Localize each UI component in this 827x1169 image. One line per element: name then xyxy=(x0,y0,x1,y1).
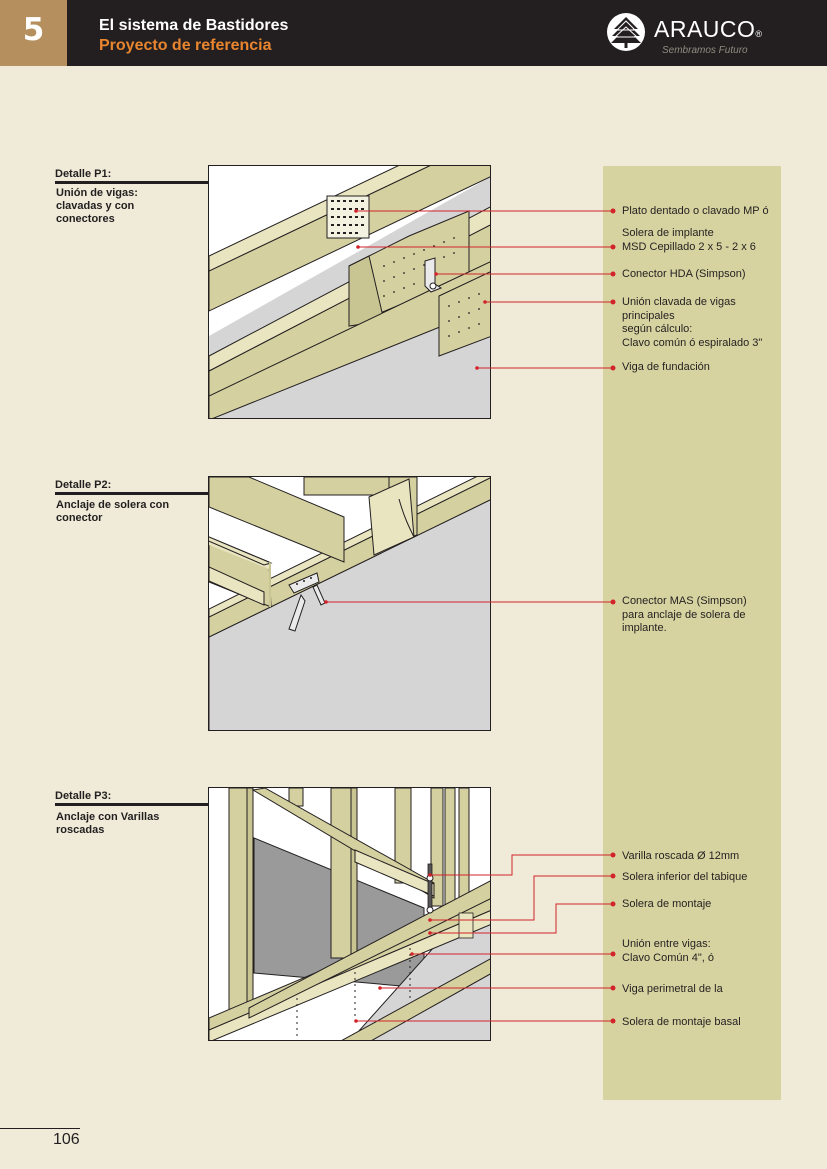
p3-annotation-4: Unión entre vigas: Clavo Común 4", ó xyxy=(622,938,714,964)
p1-annotation-5: Viga de fundación xyxy=(622,361,710,373)
page-header: 5 El sistema de Bastidores Proyecto de r… xyxy=(0,0,827,66)
p3-annotation-2: Solera inferior del tabique xyxy=(622,871,748,883)
p2-annotation-1: Conector MAS (Simpson) para anclaje de s… xyxy=(622,595,747,634)
p1-annotation-4: Unión clavada de vigas principales según… xyxy=(622,296,763,349)
chapter-badge: 5 xyxy=(0,0,67,66)
detail-p3-heading: Detalle P3: xyxy=(55,790,208,806)
chapter-number: 5 xyxy=(22,12,45,48)
detail-p2-heading: Detalle P2: xyxy=(55,479,208,495)
footer-rule xyxy=(0,1128,80,1129)
brand-name: ARAUCO® xyxy=(654,16,763,42)
p3-annotation-1: Varilla roscada Ø 12mm xyxy=(622,850,740,862)
detail-p1-heading: Detalle P1: xyxy=(55,168,208,184)
p1-annotation-1: Plato dentado o clavado MP ó xyxy=(622,205,769,217)
p3-annotation-5: Viga perimetral de la xyxy=(622,983,723,995)
p3-annotation-6: Solera de montaje basal xyxy=(622,1016,741,1028)
p1-annotation-2: Solera de implante MSD Cepillado 2 x 5 -… xyxy=(622,227,756,253)
p3-annotation-3: Solera de montaje xyxy=(622,898,712,910)
detail-p3-drawing xyxy=(208,787,491,1041)
detail-p3-description: Anclaje con Varillas roscadas xyxy=(56,811,160,836)
arauco-tree-logo-icon xyxy=(607,13,645,51)
p1-annotation-3: Conector HDA (Simpson) xyxy=(622,268,746,280)
annotation-panel xyxy=(603,166,781,1100)
page-number: 106 xyxy=(53,1131,80,1148)
chapter-subtitle: Proyecto de referencia xyxy=(99,37,272,54)
detail-p2-description: Anclaje de solera con conector xyxy=(56,499,170,524)
detail-p1-description: Unión de vigas: clavadas y con conectore… xyxy=(56,187,138,225)
detail-p2-drawing xyxy=(208,476,491,731)
chapter-title: El sistema de Bastidores xyxy=(99,17,289,34)
brand-tagline: Sembramos Futuro xyxy=(662,45,748,56)
detail-p1-drawing xyxy=(208,165,491,419)
